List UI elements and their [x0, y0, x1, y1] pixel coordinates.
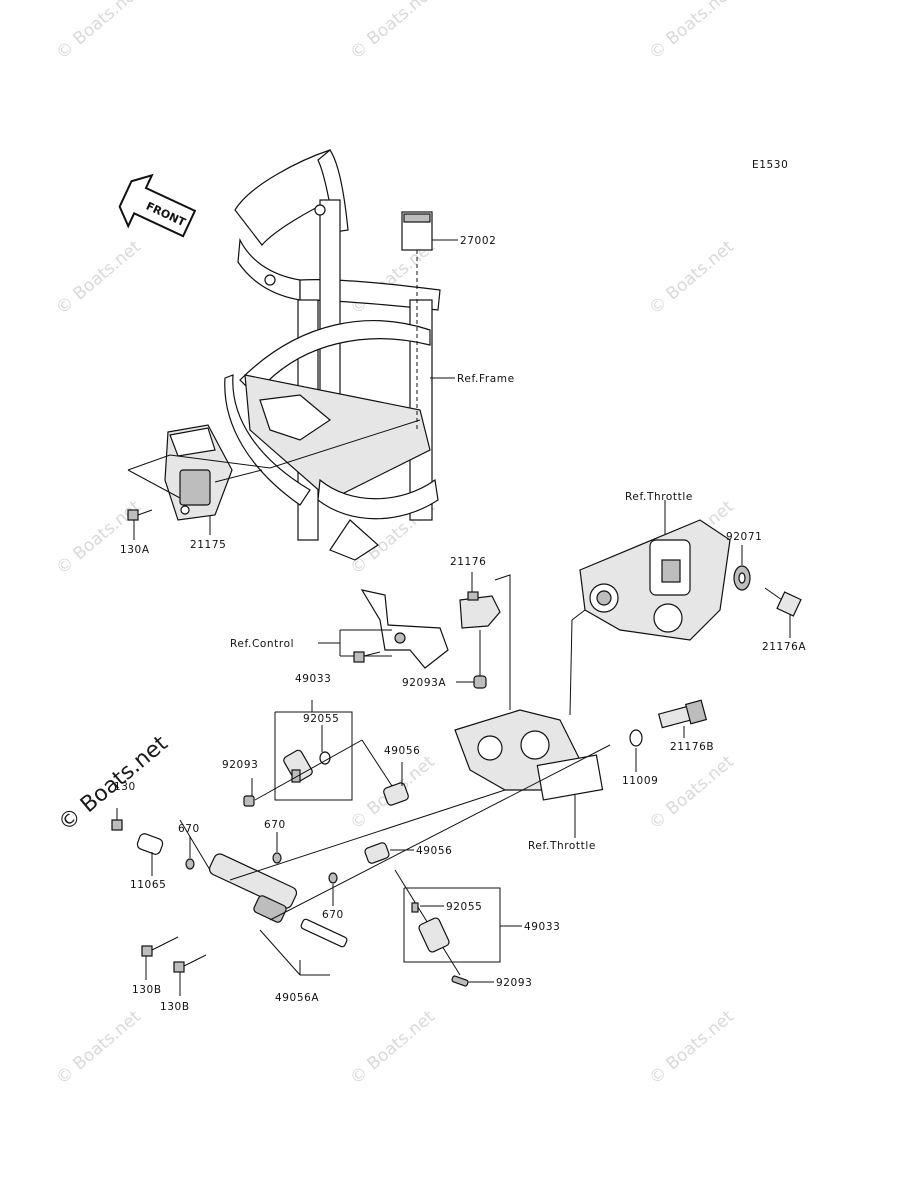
part-label-92093-top[interactable]: 92093	[222, 759, 258, 771]
part-label-27002[interactable]: 27002	[460, 235, 496, 247]
damper-11065	[136, 833, 164, 855]
watermark: © Boats.net	[346, 0, 439, 64]
part-label-49033-top[interactable]: 49033	[295, 673, 331, 685]
part-label-670-c[interactable]: 670	[322, 909, 344, 921]
part-label-92071[interactable]: 92071	[726, 531, 762, 543]
sensor-21176a	[764, 587, 802, 617]
bolt-130	[111, 808, 123, 831]
oring-670-b	[272, 852, 282, 864]
part-label-21176a[interactable]: 21176A	[762, 641, 806, 653]
part-label-92093-bot[interactable]: 92093	[496, 977, 532, 989]
watermark: © Boats.net	[52, 0, 145, 64]
part-label-92055-top[interactable]: 92055	[303, 713, 339, 725]
delivery-pipe-49056-top	[361, 739, 409, 806]
injector-top	[283, 749, 313, 783]
cap-92093a	[473, 675, 487, 689]
ref-throttle-top-label[interactable]: Ref.Throttle	[625, 491, 693, 503]
part-label-92093a[interactable]: 92093A	[402, 677, 446, 689]
washer-92071	[733, 565, 751, 591]
watermark: © Boats.net	[346, 1007, 439, 1089]
part-label-670-b[interactable]: 670	[264, 819, 286, 831]
watermark: © Boats.net	[645, 752, 738, 834]
part-label-49056-mid[interactable]: 49056	[416, 845, 452, 857]
part-label-130b-b[interactable]: 130B	[160, 1001, 190, 1013]
part-label-21176[interactable]: 21176	[450, 556, 486, 568]
part-label-49056a[interactable]: 49056A	[275, 992, 319, 1004]
part-label-49033-bot[interactable]: 49033	[524, 921, 560, 933]
oring-11009	[629, 729, 643, 747]
ref-frame-label[interactable]: Ref.Frame	[457, 373, 515, 385]
front-arrow: FRONT	[118, 173, 197, 238]
diagram-code: E1530	[752, 159, 788, 171]
bolt-130a	[127, 509, 153, 521]
oring-670-c	[328, 872, 338, 884]
fuel-rail	[208, 853, 348, 948]
bolt-control	[353, 651, 381, 663]
ref-control-label[interactable]: Ref.Control	[230, 638, 294, 650]
part-label-670-a[interactable]: 670	[178, 823, 200, 835]
throttle-body	[579, 519, 731, 641]
part-label-130b-a[interactable]: 130B	[132, 984, 162, 996]
watermark: © Boats.net	[645, 1007, 738, 1089]
part-label-21175[interactable]: 21175	[190, 539, 226, 551]
watermark-group: © Boats.net © Boats.net © Boats.net © Bo…	[52, 0, 738, 1089]
watermark: © Boats.net	[645, 0, 738, 64]
sensor-21176	[459, 591, 501, 629]
watermark: © Boats.net	[52, 237, 145, 319]
watermark: © Boats.net	[645, 237, 738, 319]
ecu-21175	[164, 424, 233, 521]
part-label-11065[interactable]: 11065	[130, 879, 166, 891]
frame	[224, 149, 441, 561]
part-label-11009[interactable]: 11009	[622, 775, 658, 787]
watermark: © Boats.net	[52, 497, 145, 579]
cap-92093-top	[243, 795, 255, 807]
part-label-92055-bot[interactable]: 92055	[446, 901, 482, 913]
part-label-130[interactable]: 130	[114, 781, 136, 793]
control-bracket	[360, 589, 449, 669]
watermark: © Boats.net	[52, 1007, 145, 1089]
bolt-130b-b	[173, 954, 207, 973]
delivery-pipe-49056-mid	[364, 842, 390, 864]
oring-670-a	[185, 858, 195, 870]
throttle-manifold	[454, 709, 604, 801]
injector-bottom	[418, 917, 450, 953]
bolt-130b-a	[141, 936, 179, 957]
oring-92055-bot	[411, 902, 419, 913]
ref-throttle-bottom-label[interactable]: Ref.Throttle	[528, 840, 596, 852]
sensor-21176b	[657, 699, 708, 729]
part-label-49056-top[interactable]: 49056	[384, 745, 420, 757]
part-label-21176b[interactable]: 21176B	[670, 741, 714, 753]
part-label-130a[interactable]: 130A	[120, 544, 150, 556]
cap-92093-bot	[451, 975, 469, 987]
